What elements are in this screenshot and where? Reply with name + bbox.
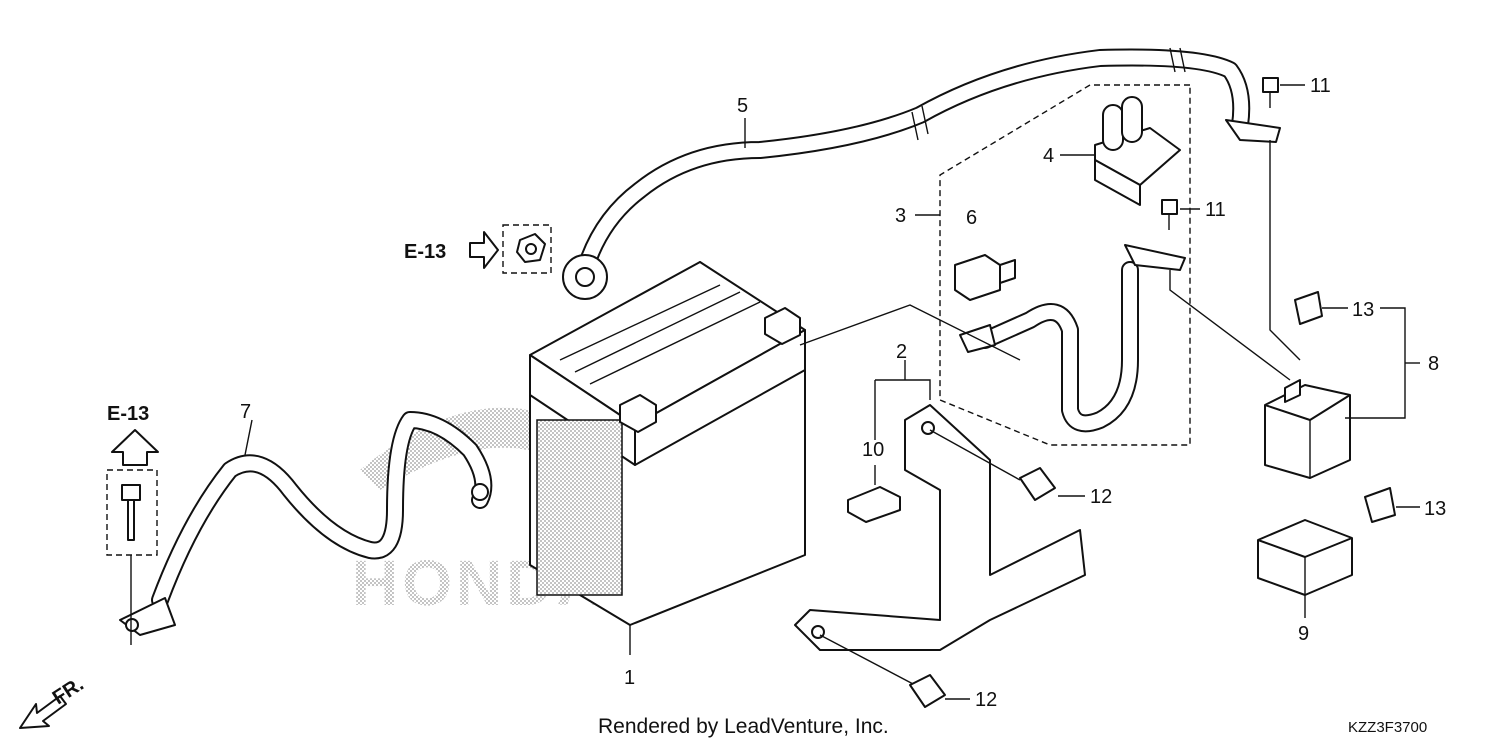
battery-bracket[interactable]: 2 (794, 341, 1086, 651)
callout-4: 4 (1043, 145, 1054, 167)
callout-12b: 12 (975, 689, 997, 711)
bolt-lower[interactable]: 12 (819, 634, 997, 711)
callout-11b: 11 (1205, 199, 1226, 221)
fuse-lower[interactable]: 13 (1364, 487, 1446, 523)
callout-8: 8 (1428, 353, 1439, 375)
harness-group[interactable]: 3 (799, 84, 1191, 446)
rubber-pad[interactable]: 10 (847, 380, 901, 523)
bolt-upper[interactable]: 12 (929, 429, 1112, 508)
callout-12a: 12 (1090, 486, 1112, 508)
callout-3: 3 (895, 205, 906, 227)
fuse-box[interactable]: 4 (1043, 96, 1181, 206)
callout-13b: 13 (1424, 498, 1446, 520)
front-marker: FR. (19, 673, 88, 729)
callout-1: 1 (624, 667, 635, 689)
positive-cable[interactable] (562, 47, 1281, 300)
e13-top-ref[interactable]: E-13 (106, 403, 159, 645)
callout-10: 10 (862, 439, 884, 461)
fuse-upper[interactable]: 13 (1294, 291, 1374, 325)
cable-callout: 5 (737, 95, 748, 148)
footer-credit: Rendered by LeadVenture, Inc. (598, 715, 889, 738)
callout-2: 2 (896, 341, 907, 363)
e13-top-label: E-13 (107, 403, 149, 425)
terminal-cover[interactable]: 6 (954, 207, 1016, 301)
callout-6: 6 (966, 207, 977, 229)
e13-left-ref[interactable]: E-13 (404, 224, 552, 274)
ground-cable[interactable]: 7 (119, 401, 493, 636)
starter-relay[interactable]: 8 (1169, 140, 1439, 479)
relay-cover[interactable]: 9 (1257, 519, 1353, 645)
diagram-code: KZZ3F3700 (1348, 719, 1427, 736)
battery[interactable]: 1 (529, 261, 806, 689)
callout-11a: 11 (1310, 75, 1331, 97)
callout-7: 7 (240, 401, 251, 423)
screw-lower[interactable]: 11 (1161, 199, 1226, 230)
callout-13a: 13 (1352, 299, 1374, 321)
callout-9: 9 (1298, 623, 1309, 645)
screw-upper[interactable]: 11 (1262, 75, 1331, 108)
callout-5: 5 (737, 95, 748, 117)
e13-left-label: E-13 (404, 241, 446, 263)
